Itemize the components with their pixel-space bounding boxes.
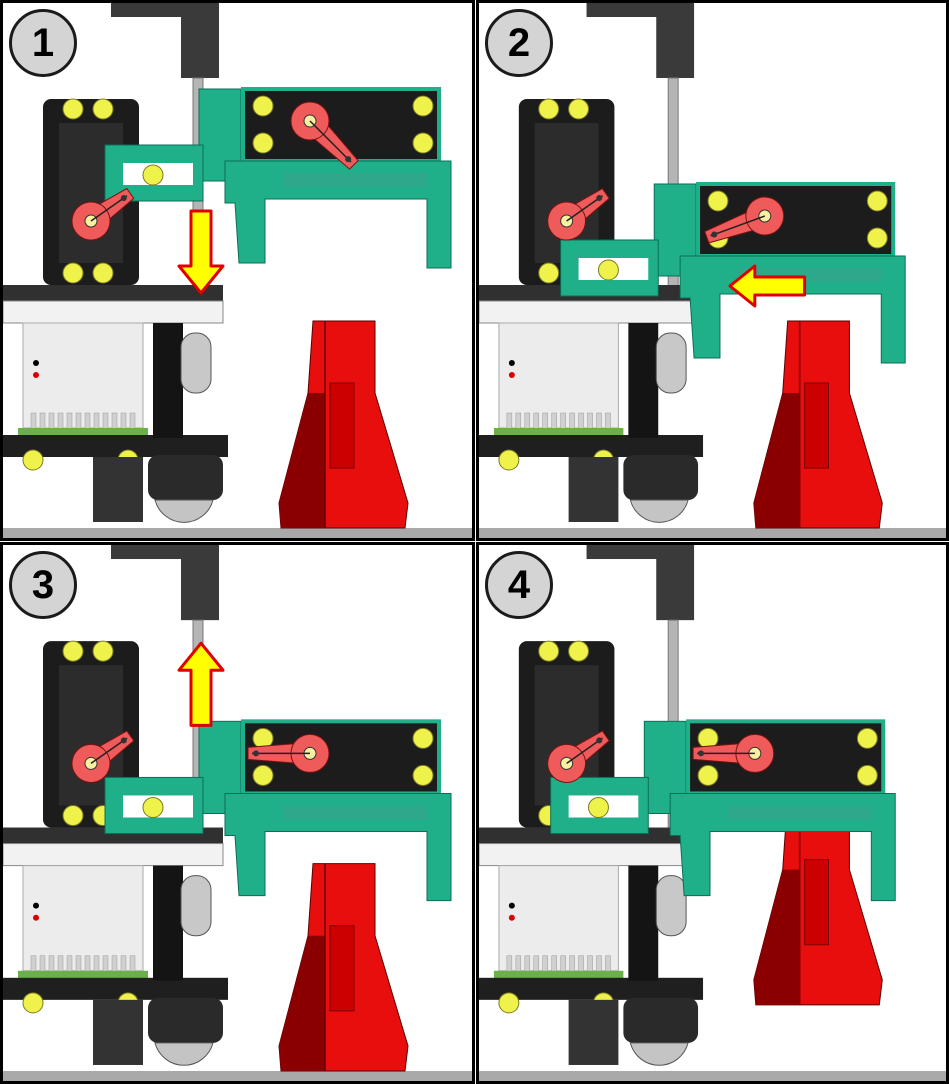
screw-head-icon [413, 96, 433, 116]
step-number-badge: 4 [485, 551, 553, 619]
block-arrow-icon [179, 211, 223, 293]
top-plate [3, 301, 223, 323]
step-number-badge: 3 [9, 551, 77, 619]
motor-driver [23, 866, 143, 971]
floor [3, 1071, 472, 1081]
screw-head-icon [23, 993, 43, 1013]
wheel-mount [153, 866, 183, 981]
step-panel-2: 2 [476, 0, 949, 541]
screw-head-icon [253, 133, 273, 153]
screw-head-icon [539, 263, 559, 283]
caster-housing [148, 998, 223, 1043]
screw-head-icon [143, 797, 163, 817]
wheel [181, 876, 211, 936]
screw-head-icon [698, 765, 718, 785]
screw-head-icon [857, 728, 877, 748]
target-layer [754, 321, 882, 528]
wheel-mount [628, 323, 658, 438]
target-layer [279, 321, 408, 528]
mechanism-illustration [3, 545, 472, 1081]
target-cup [279, 864, 408, 1071]
screw-head-icon [63, 263, 83, 283]
mechanism-illustration [3, 3, 472, 538]
step-panel-4: 4 [476, 542, 949, 1084]
screw-head-icon [499, 993, 519, 1013]
screw-head-icon [867, 191, 887, 211]
screw-head-icon [539, 99, 559, 119]
floor [479, 528, 946, 538]
step-arrow [179, 211, 223, 293]
wheel [181, 333, 211, 393]
motor-driver [499, 323, 618, 428]
screw-head-icon [569, 99, 589, 119]
screw-head-icon [63, 805, 83, 825]
caster-housing [148, 455, 223, 500]
screw-head-icon [867, 228, 887, 248]
wheel-mount [153, 323, 183, 438]
caster-housing [623, 455, 698, 500]
target-cup [754, 321, 882, 528]
mechanism-illustration [479, 3, 946, 538]
step-panel-3: 3 [0, 542, 475, 1084]
screw-head-icon [63, 641, 83, 661]
screw-head-icon [253, 765, 273, 785]
top-plate [479, 301, 698, 323]
screw-head-icon [708, 191, 728, 211]
screw-head-icon [93, 99, 113, 119]
motor-driver [23, 323, 143, 428]
top-plate [479, 844, 698, 866]
step-arrow [179, 643, 223, 725]
screw-head-icon [63, 99, 83, 119]
arm-linkage [105, 89, 451, 268]
screw-head-icon [598, 260, 618, 280]
screw-head-icon [539, 641, 559, 661]
target-layer [279, 864, 408, 1071]
caster-ball [630, 500, 688, 522]
screw-head-icon [143, 165, 163, 185]
screw-head-icon [23, 450, 43, 470]
motor-driver [499, 866, 618, 971]
screw-head-icon [413, 728, 433, 748]
floor [479, 1071, 946, 1081]
screw-head-icon [93, 263, 113, 283]
wheel-mount [628, 866, 658, 981]
screw-head-icon [413, 765, 433, 785]
robot-base [3, 3, 472, 538]
caster-ball [630, 1043, 688, 1065]
screw-head-icon [253, 96, 273, 116]
caster-housing [623, 998, 698, 1043]
step-number-badge: 1 [9, 9, 77, 77]
top-plate [3, 844, 223, 866]
caster-ball [155, 1043, 213, 1065]
wheel [656, 876, 686, 936]
mechanism-illustration [479, 545, 946, 1081]
step-number-badge: 2 [485, 9, 553, 77]
step-panel-1: 1 [0, 0, 475, 541]
caster-ball [155, 500, 213, 522]
screw-head-icon [589, 797, 609, 817]
screw-head-icon [413, 133, 433, 153]
screw-head-icon [93, 641, 113, 661]
floor [3, 528, 472, 538]
deck-frame [3, 285, 223, 301]
screw-head-icon [569, 641, 589, 661]
target-cup [279, 321, 408, 528]
wheel [656, 333, 686, 393]
block-arrow-icon [179, 643, 223, 725]
screw-head-icon [499, 450, 519, 470]
gripper-servo [698, 184, 893, 256]
screw-head-icon [857, 765, 877, 785]
